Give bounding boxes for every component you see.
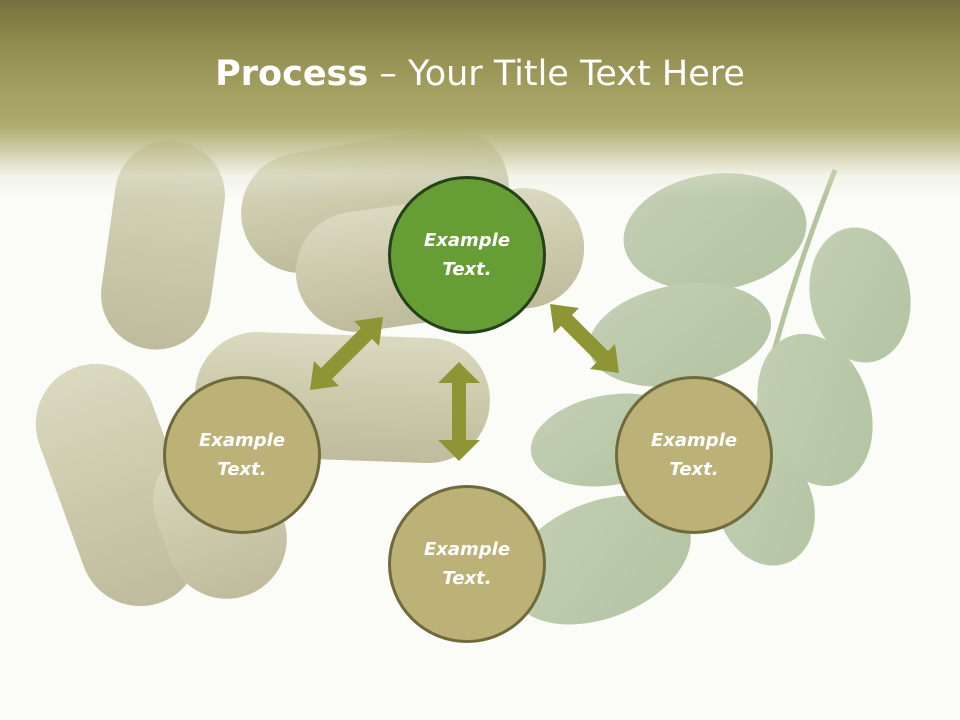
node-bottom-line2: Text. [442, 568, 492, 589]
process-node-top: Example Text. [388, 176, 546, 334]
title-rest: Your Title Text Here [407, 54, 745, 94]
title-dash: – [368, 54, 408, 94]
node-top-line1: Example [423, 230, 511, 251]
slide-title: Process – Your Title Text Here [0, 50, 960, 98]
title-band [0, 0, 960, 200]
node-left-line1: Example [198, 430, 286, 451]
title-bold: Process [215, 54, 369, 94]
node-right-line2: Text. [669, 459, 719, 480]
process-node-right: Example Text. [615, 376, 773, 534]
process-node-left: Example Text. [163, 376, 321, 534]
process-node-bottom: Example Text. [388, 485, 546, 643]
node-left-line2: Text. [217, 459, 267, 480]
node-top-line2: Text. [442, 259, 492, 280]
node-right-line1: Example [650, 430, 738, 451]
node-bottom-line1: Example [423, 539, 511, 560]
